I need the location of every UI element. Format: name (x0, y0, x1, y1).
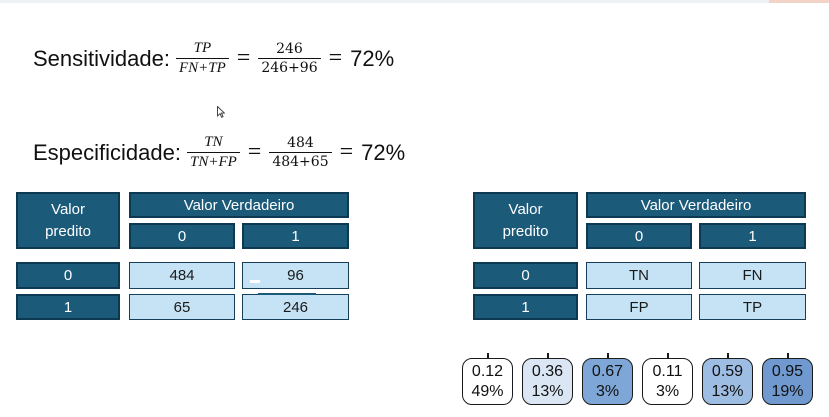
column-header-1: 1 (242, 223, 349, 249)
sensitivity-label: Sensitividade: (33, 45, 170, 71)
pill-value: 0.12 (471, 362, 504, 380)
false-positive-cell: FP (586, 294, 692, 320)
pill-tick (607, 353, 609, 359)
threshold-pill: 0.59 13% (702, 353, 753, 405)
row-header-0: 0 (473, 262, 578, 289)
sensitivity-numeric-fraction: 246 246+96 (258, 41, 321, 76)
predicted-header: Valor predito (473, 192, 578, 249)
true-negative-cell: 484 (129, 262, 235, 289)
pill-value: 0.11 (652, 362, 683, 380)
pill-percent: 13% (531, 382, 564, 400)
row-header-0: 0 (16, 262, 120, 289)
pill-percent: 49% (471, 382, 504, 400)
equals-sign: = (247, 139, 262, 165)
threshold-pill: 0.95 19% (762, 353, 813, 405)
pill-percent: 3% (655, 382, 680, 400)
fraction-denominator: 484+65 (269, 152, 332, 170)
pill-tick (487, 353, 489, 359)
true-negative-cell: TN (586, 262, 692, 289)
specificity-result: 72% (361, 139, 406, 165)
equals-sign: = (328, 45, 343, 71)
specificity-label: Especificidade: (33, 139, 181, 165)
fraction-numerator: TN (204, 134, 223, 150)
sensitivity-result: 72% (350, 45, 395, 71)
predicted-header-line2: predito (45, 222, 91, 240)
column-header-1: 1 (699, 223, 806, 249)
false-negative-cell: FN (699, 262, 806, 289)
false-negative-cell: 96 (242, 262, 349, 289)
fraction-numerator: 246 (276, 41, 303, 57)
equals-sign: = (236, 45, 251, 71)
sensitivity-symbolic-fraction: TP FN+TP (175, 40, 229, 77)
predicted-header-line1: Valor (508, 200, 543, 218)
predicted-header: Valor predito (16, 192, 120, 249)
pill-value: 0.59 (711, 362, 744, 380)
specificity-formula: Especificidade: TN TN+FP = 484 484+65 = … (33, 134, 405, 171)
pill-percent: 3% (595, 382, 620, 400)
pill-percent: 19% (771, 382, 804, 400)
annotation-underline (258, 293, 316, 295)
pill-tick (547, 353, 549, 359)
annotation-mark (250, 280, 260, 283)
threshold-pill: 0.67 3% (582, 353, 633, 405)
pill-percent: 13% (711, 382, 744, 400)
pill-value: 0.36 (531, 362, 564, 380)
fraction-denominator: FN+TP (175, 58, 229, 77)
pill-tick (727, 353, 729, 359)
pill-tick (667, 353, 669, 359)
row-header-1: 1 (473, 294, 578, 320)
top-strip (0, 0, 829, 3)
sensitivity-formula: Sensitividade: TP FN+TP = 246 246+96 = 7… (33, 40, 394, 77)
true-value-header: Valor Verdadeiro (129, 192, 349, 218)
pill-value: 0.95 (771, 362, 804, 380)
specificity-symbolic-fraction: TN TN+FP (186, 134, 240, 171)
threshold-pill: 0.36 13% (522, 353, 573, 405)
column-header-0: 0 (586, 223, 692, 249)
fraction-numerator: 484 (287, 135, 314, 151)
row-header-1: 1 (16, 294, 120, 320)
predicted-header-line1: Valor (51, 200, 85, 218)
fraction-denominator: TN+FP (186, 152, 240, 171)
equals-sign: = (339, 139, 354, 165)
true-value-header: Valor Verdadeiro (586, 192, 806, 218)
top-strip-accent (769, 0, 829, 3)
false-positive-cell: 65 (129, 294, 235, 320)
mouse-cursor-icon (217, 106, 225, 118)
predicted-header-line2: predito (502, 222, 549, 240)
specificity-numeric-fraction: 484 484+65 (269, 135, 332, 170)
threshold-pill: 0.11 3% (642, 353, 693, 405)
pill-value: 0.67 (591, 362, 624, 380)
true-positive-cell: TP (699, 294, 806, 320)
fraction-numerator: TP (193, 40, 212, 56)
threshold-pill: 0.12 49% (462, 353, 513, 405)
true-positive-cell: 246 (242, 294, 349, 320)
fraction-denominator: 246+96 (258, 58, 321, 76)
pill-tick (787, 353, 789, 359)
column-header-0: 0 (129, 223, 235, 249)
